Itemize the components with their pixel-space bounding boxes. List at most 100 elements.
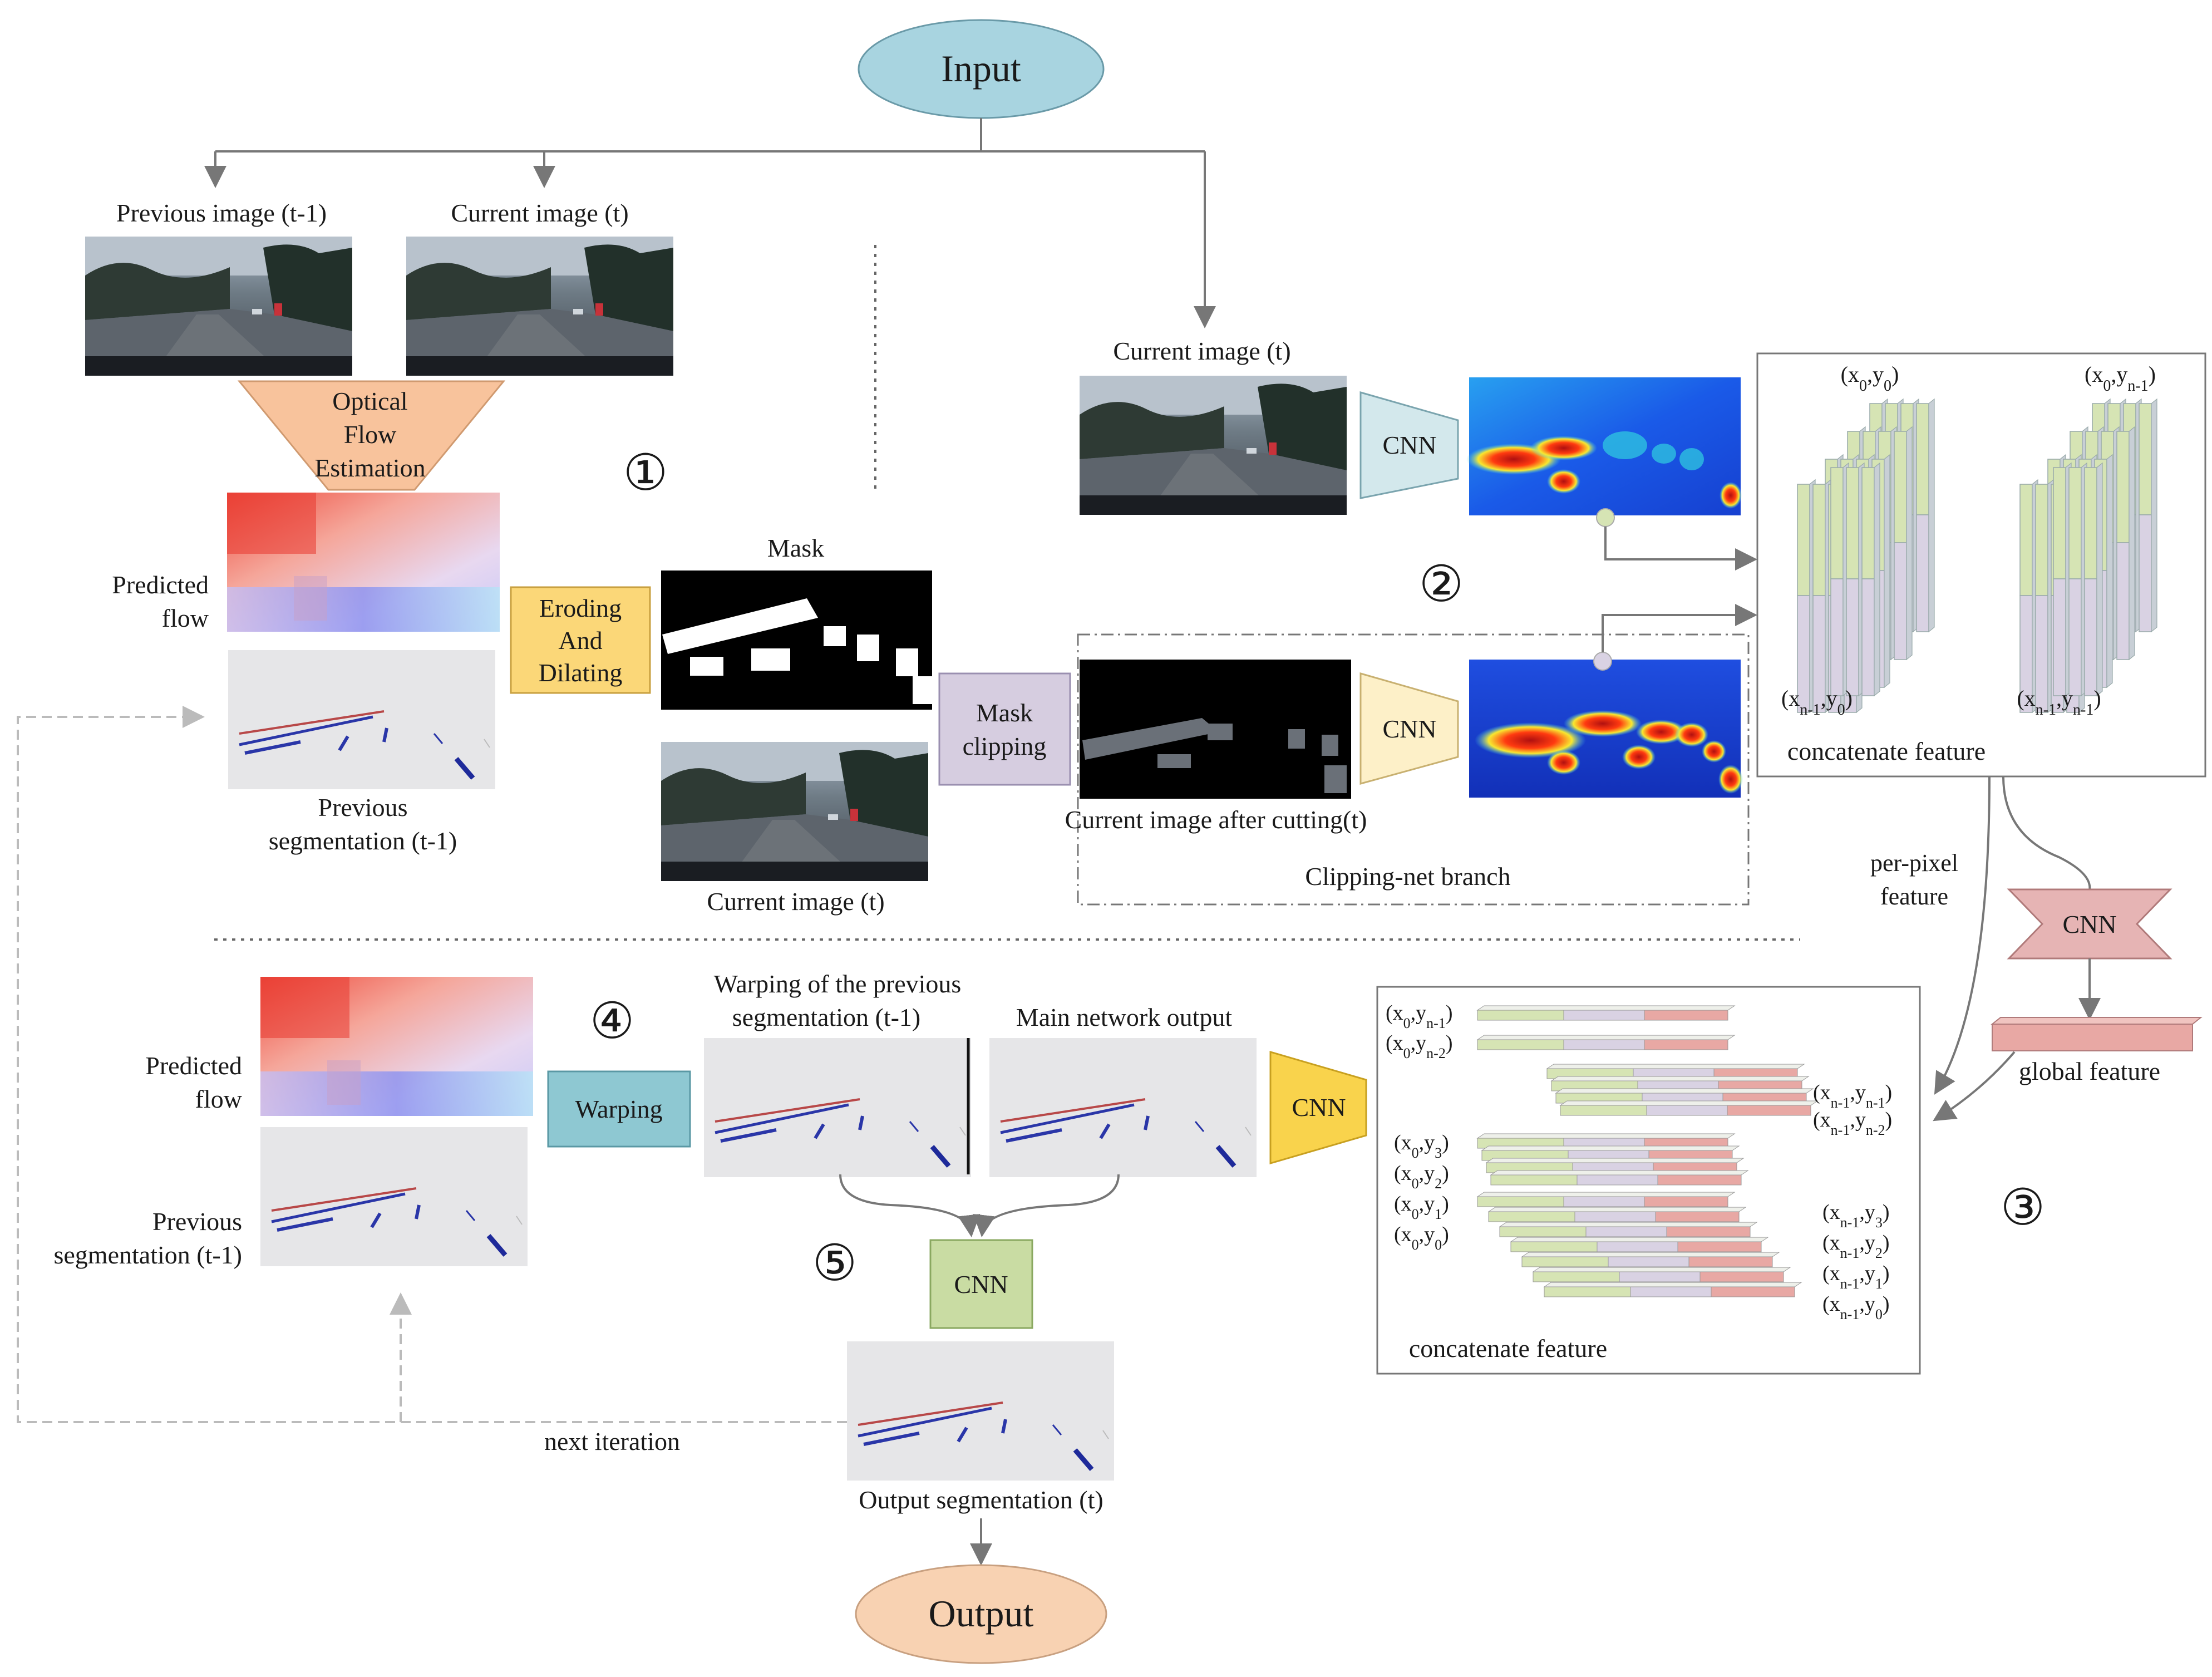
feature-bar-purple [1630, 1286, 1712, 1297]
feature-bar-green [1510, 1241, 1598, 1252]
warping-prev-label-2: segmentation (t-1) [732, 1003, 921, 1031]
input-arrows [204, 118, 1216, 328]
feature-bar-purple [1574, 1211, 1656, 1222]
cnn-yellow-label: CNN [1292, 1093, 1346, 1122]
concat-feature-label-bottom: concatenate feature [1409, 1334, 1607, 1363]
feature-bar-top [1499, 1222, 1758, 1227]
feature-bar-red [1711, 1286, 1795, 1297]
next-iteration-label: next iteration [544, 1427, 680, 1455]
feature-bar-purple [1619, 1271, 1701, 1282]
feature-bar-purple [1563, 1010, 1645, 1021]
heatmap-clip [1469, 660, 1743, 798]
feature-pillar-top [2053, 467, 2066, 579]
feature-bar-top [1481, 1145, 1740, 1151]
feature-bar-red [1657, 1174, 1742, 1186]
feature-pillar-side [2151, 398, 2157, 633]
feature-bar-red [1677, 1241, 1762, 1252]
feature-bar-purple [1608, 1256, 1689, 1267]
arrow-global-to-concat [1933, 1051, 2016, 1122]
feature-pillar-bottom [2084, 578, 2097, 696]
feature-bar-green [1477, 1196, 1564, 1207]
feature-pillar-side [1884, 454, 1890, 688]
feature-pillar-top [1916, 403, 1929, 515]
current-image-mid-label: Current image (t) [707, 887, 884, 916]
eroding-line-3: Dilating [539, 658, 623, 687]
feature-bar-red [1655, 1211, 1740, 1222]
previous-segmentation-image-2 [260, 1127, 528, 1266]
cut-image [1080, 660, 1351, 799]
feature-pillar-bottom [1916, 514, 1929, 632]
main-output-image [989, 1038, 1257, 1177]
mask-image [661, 571, 932, 710]
feature-pillar-top [1812, 484, 1826, 596]
feature-pillar-side [2129, 426, 2135, 661]
main-output-label: Main network output [1016, 1003, 1233, 1031]
optical-flow-line-3: Estimation [314, 454, 425, 482]
step-marker-1: ① [623, 446, 668, 501]
prev-seg-label-2a: Previous [152, 1207, 242, 1236]
feature-bar-purple [1563, 1196, 1645, 1207]
connector-dot-top [1596, 508, 1615, 527]
cut-image-label: Current image after cutting(t) [1065, 805, 1367, 834]
feature-pillar-top [2139, 403, 2152, 515]
mask-label: Mask [767, 534, 824, 562]
output-label: Output [929, 1592, 1034, 1635]
concat-feature-label-top: concatenate feature [1787, 737, 1986, 765]
feature-bar-red [1688, 1256, 1773, 1267]
feature-pillar-bottom [2053, 578, 2066, 696]
feature-pillar-top [1846, 467, 1859, 579]
output-segmentation-image [847, 1341, 1114, 1481]
feature-bar-green [1488, 1211, 1575, 1222]
feature-pillar-side [2106, 454, 2113, 688]
feature-pillar-bottom [1894, 542, 1907, 660]
feature-bar-top [1546, 1064, 1805, 1069]
feature-pillar-top [1797, 484, 1810, 596]
cnn-pink-label: CNN [2062, 910, 2116, 938]
pillar-features [1797, 398, 2157, 714]
cnn-clip-label: CNN [1382, 715, 1436, 743]
per-pixel-label-2: feature [1880, 883, 1948, 910]
arrow-per-pixel [1934, 776, 1991, 1095]
predicted-flow-label-1a: Predicted [112, 571, 209, 599]
feature-bar-top [1550, 1076, 1810, 1081]
feature-bar-red [1644, 1196, 1728, 1207]
mask-clipping-line-2: clipping [963, 732, 1047, 760]
feature-bar-purple [1597, 1241, 1678, 1252]
feature-bar-purple [1577, 1174, 1658, 1186]
warping-prev-label-1: Warping of the previous [714, 970, 962, 998]
step-marker-4: ④ [590, 994, 635, 1049]
current-image-mid [661, 742, 928, 881]
arrow-main-to-cnn [973, 1174, 1120, 1237]
feature-bar-green [1477, 1039, 1564, 1050]
previous-segmentation-image-1 [228, 650, 495, 789]
eroding-line-1: Eroding [539, 594, 622, 622]
feature-bar-top [1521, 1252, 1780, 1257]
feature-bar-top [1476, 1035, 1736, 1040]
feature-bar-top [1543, 1282, 1802, 1287]
global-feature-label: global feature [2019, 1057, 2160, 1085]
feature-pillar-bottom [2068, 578, 2082, 696]
feature-bar-green [1533, 1271, 1620, 1282]
feature-pillar-side [2096, 462, 2103, 697]
cnn-trapezoid-top [1359, 391, 1459, 499]
arrow-heatmap-clip-to-features [1602, 604, 1757, 652]
current-image-top [406, 237, 673, 376]
step-marker-3: ③ [2001, 1181, 2046, 1236]
feature-pillar-side [1928, 398, 1935, 633]
feature-pillar-side [1874, 462, 1880, 697]
feature-pillar-top [2035, 484, 2048, 596]
feature-bar-top [1485, 1158, 1745, 1163]
feature-bar-top [1476, 1005, 1736, 1011]
feature-bar-top [1532, 1267, 1791, 1272]
cnn-green-label: CNN [954, 1270, 1008, 1299]
predicted-flow-image-2 [260, 977, 533, 1116]
feature-bar-purple [1563, 1039, 1645, 1050]
cnn-yellow-trapezoid [1269, 1051, 1367, 1164]
feature-pillar-top [2084, 467, 2097, 579]
predicted-flow-image-1 [227, 493, 500, 632]
step-marker-5: ⑤ [812, 1236, 858, 1291]
feature-bar-green [1490, 1174, 1578, 1186]
current-image-right-label: Current image (t) [1113, 337, 1290, 365]
prev-seg-label-1a: Previous [318, 793, 408, 822]
